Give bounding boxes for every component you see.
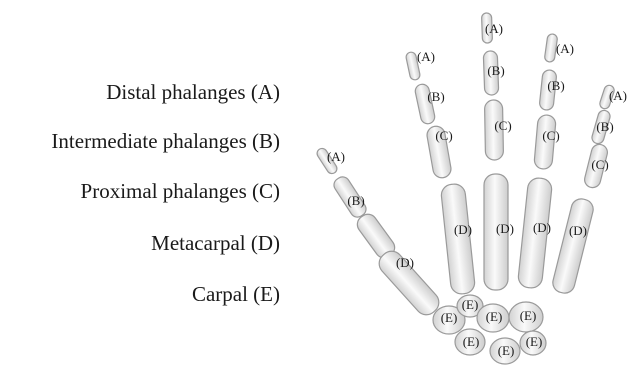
little-metacarpal-bone [551,197,596,295]
label-carpal-7: (E) [526,334,543,349]
label-distal-little: (A) [609,88,627,103]
label-carpal-2: (E) [462,297,479,312]
label-carpal-3: (E) [486,309,503,324]
label-metacarpal-index: (D) [454,222,472,237]
label-metacarpal-ring: (D) [533,220,551,235]
label-carpal-1: (E) [441,310,458,325]
label-distal-thumb: (A) [327,149,345,164]
thumb-bones [315,147,443,320]
label-distal-ring: (A) [556,41,574,56]
middle-finger-bones [481,13,508,290]
label-proximal-index: (C) [435,128,452,143]
label-carpal-5: (E) [463,334,480,349]
index-finger-bones [405,51,475,295]
ring-finger-bones [517,33,558,289]
label-proximal-middle: (C) [494,118,511,133]
label-intermediate-index: (B) [427,89,444,104]
label-intermediate-ring: (B) [547,78,564,93]
label-distal-index: (A) [417,49,435,64]
label-metacarpal-little: (D) [569,223,587,238]
label-proximal-ring: (C) [542,128,559,143]
label-intermediate-middle: (B) [487,63,504,78]
label-metacarpal-middle: (D) [496,221,514,236]
label-carpal-6: (E) [498,343,515,358]
little-finger-bones [551,84,616,295]
label-proximal-little: (C) [591,157,608,172]
index-metacarpal-bone [440,183,475,295]
label-metacarpal-thumb: (D) [396,255,414,270]
label-intermediate-little: (B) [596,119,613,134]
carpal-bones [433,295,546,364]
label-intermediate-thumb: (B) [347,193,364,208]
label-carpal-4: (E) [520,308,537,323]
label-distal-middle: (A) [485,21,503,36]
